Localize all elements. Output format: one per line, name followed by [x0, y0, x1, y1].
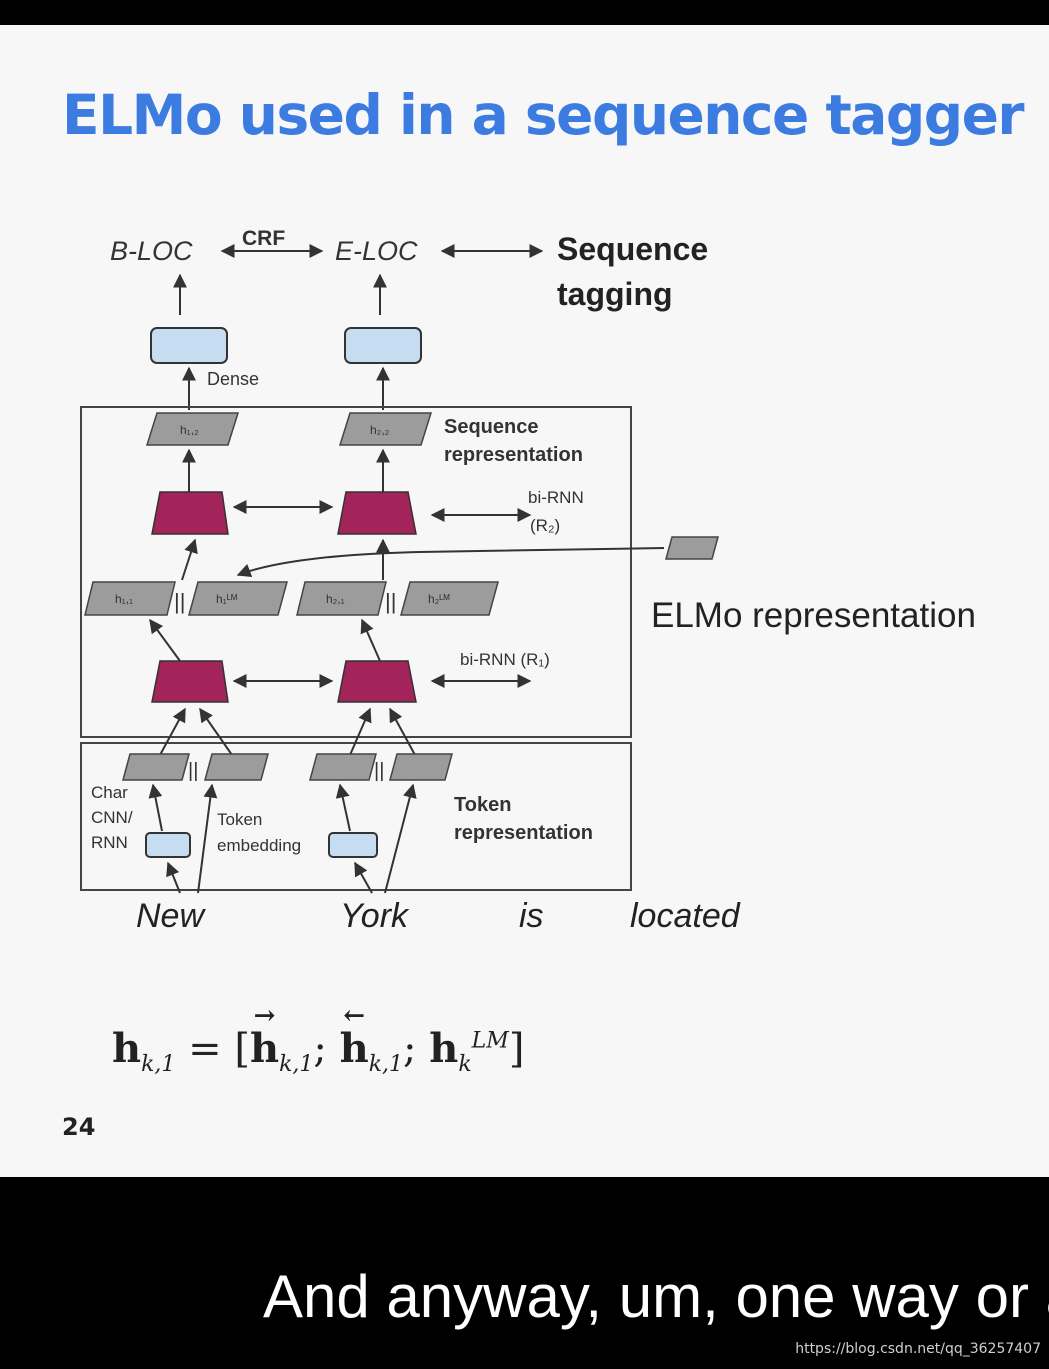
hidden-state-h2lm [400, 581, 499, 616]
rnn-block-layer2-2 [337, 491, 417, 535]
formula-equals: = [ [188, 1026, 250, 1072]
elmo-representation-label: ELMo representation [651, 596, 976, 635]
concat-symbol-2: || [385, 589, 396, 614]
watermark: https://blog.csdn.net/qq_36257407 [795, 1341, 1041, 1357]
arrow-emb1-to-rnn1 [199, 707, 233, 756]
elmo-sequence-tagger-diagram: B-LOC E-LOC CRF Sequence tagging Dense S… [80, 227, 976, 935]
dense-box-1 [150, 327, 228, 364]
formula-lm-sub: k [458, 1052, 472, 1077]
word-new: New [136, 897, 206, 935]
token-representation-label: Token representation [454, 794, 593, 844]
sequence-representation-box [80, 406, 632, 738]
rnn-block-layer1-2 [337, 660, 417, 703]
formula-forward-sub: k,1 [279, 1052, 314, 1077]
hidden-state-h2lm-label: h₂ᴸᴹ [428, 592, 450, 606]
elmo-connector [236, 547, 665, 578]
rnn-block-layer1-1 [151, 660, 229, 703]
elmo-vector [665, 536, 719, 560]
char-feature-1 [122, 753, 190, 781]
hidden-state-h12-label: h₁,₂ [180, 423, 199, 437]
hidden-state-h1lm [188, 581, 288, 616]
tag-b-loc: B-LOC [110, 236, 193, 266]
dense-label: Dense [207, 369, 259, 389]
rnn-block-layer2-1 [151, 491, 229, 535]
arrow-char1-to-rnn1 [159, 707, 186, 756]
formula-sep-1: ; [313, 1026, 340, 1072]
bi-rnn-r1-label: bi-RNN (R₁) [460, 650, 550, 669]
slide: ELMo used in a sequence tagger B-LOC E-L… [0, 25, 1049, 1177]
arrow-rnn1a-to-h11 [149, 618, 181, 662]
hidden-state-h22-label: h₂,₂ [370, 423, 390, 437]
char-box-2 [328, 832, 378, 858]
dense-box-2 [344, 327, 422, 364]
arrow-new-to-embedding [197, 783, 218, 894]
formula-lhs-sub: k,1 [141, 1052, 176, 1077]
hidden-state-h1lm-label: h₁ᴸᴹ [216, 592, 237, 606]
arrow-concat1-to-rnn2 [181, 538, 198, 581]
slide-title: ELMo used in a sequence tagger [62, 83, 1025, 147]
char-cnn-label: Char CNN/ RNN [91, 783, 137, 852]
arrow-char2-to-rnn1 [349, 707, 372, 756]
video-subtitle: And anyway, um, one way or a [263, 1263, 1049, 1330]
char-feature-2 [309, 753, 377, 781]
formula-forward-h: h [250, 1003, 279, 1072]
crf-label: CRF [242, 227, 285, 250]
formula-sep-2: ; [403, 1026, 430, 1072]
hidden-state-h21 [296, 581, 387, 616]
formula-lm-sup: LM [471, 1028, 509, 1054]
arrow-charbox2-up [335, 783, 351, 832]
sequence-tagging-label: Sequence tagging [557, 231, 717, 312]
formula-lhs: h [112, 1025, 142, 1072]
elmo-formula: hk,1 = [hk,1; hk,1; hkLM] [112, 1003, 525, 1077]
formula-backward-h: h [340, 1003, 369, 1072]
char-box-1 [145, 832, 191, 858]
arrow-new-to-charbox [166, 861, 181, 894]
arrow-charbox1-up [148, 783, 163, 832]
token-embedding-feature-1 [204, 753, 269, 781]
arrow-york-to-embedding [384, 783, 417, 894]
page-number: 24 [62, 1113, 96, 1141]
word-located: located [630, 897, 741, 935]
concat-symbol-4: || [374, 760, 384, 782]
bi-rnn-r2-label: bi-RNN (R₂) [528, 488, 588, 535]
hidden-state-h12 [145, 412, 240, 446]
formula-lm-h: h [429, 1025, 459, 1072]
concat-symbol-3: || [188, 760, 198, 782]
word-is: is [519, 897, 544, 935]
hidden-state-h11-label: h₁,₁ [115, 592, 133, 606]
arrow-emb2-to-rnn1 [389, 707, 416, 756]
word-york: York [340, 897, 410, 935]
token-embedding-feature-2 [389, 753, 453, 781]
hidden-state-h21-label: h₂,₁ [326, 592, 345, 606]
tag-e-loc: E-LOC [335, 236, 418, 266]
concat-symbol-1: || [174, 589, 185, 614]
sequence-representation-label: Sequence representation [444, 416, 583, 466]
hidden-state-h22 [338, 412, 433, 446]
arrow-york-to-charbox [354, 861, 373, 894]
token-embedding-label: Token embedding [217, 810, 301, 855]
hidden-state-h11 [84, 581, 176, 616]
arrow-rnn1b-to-h21 [360, 618, 381, 662]
formula-backward-sub: k,1 [368, 1052, 404, 1077]
formula-close: ] [508, 1026, 525, 1072]
